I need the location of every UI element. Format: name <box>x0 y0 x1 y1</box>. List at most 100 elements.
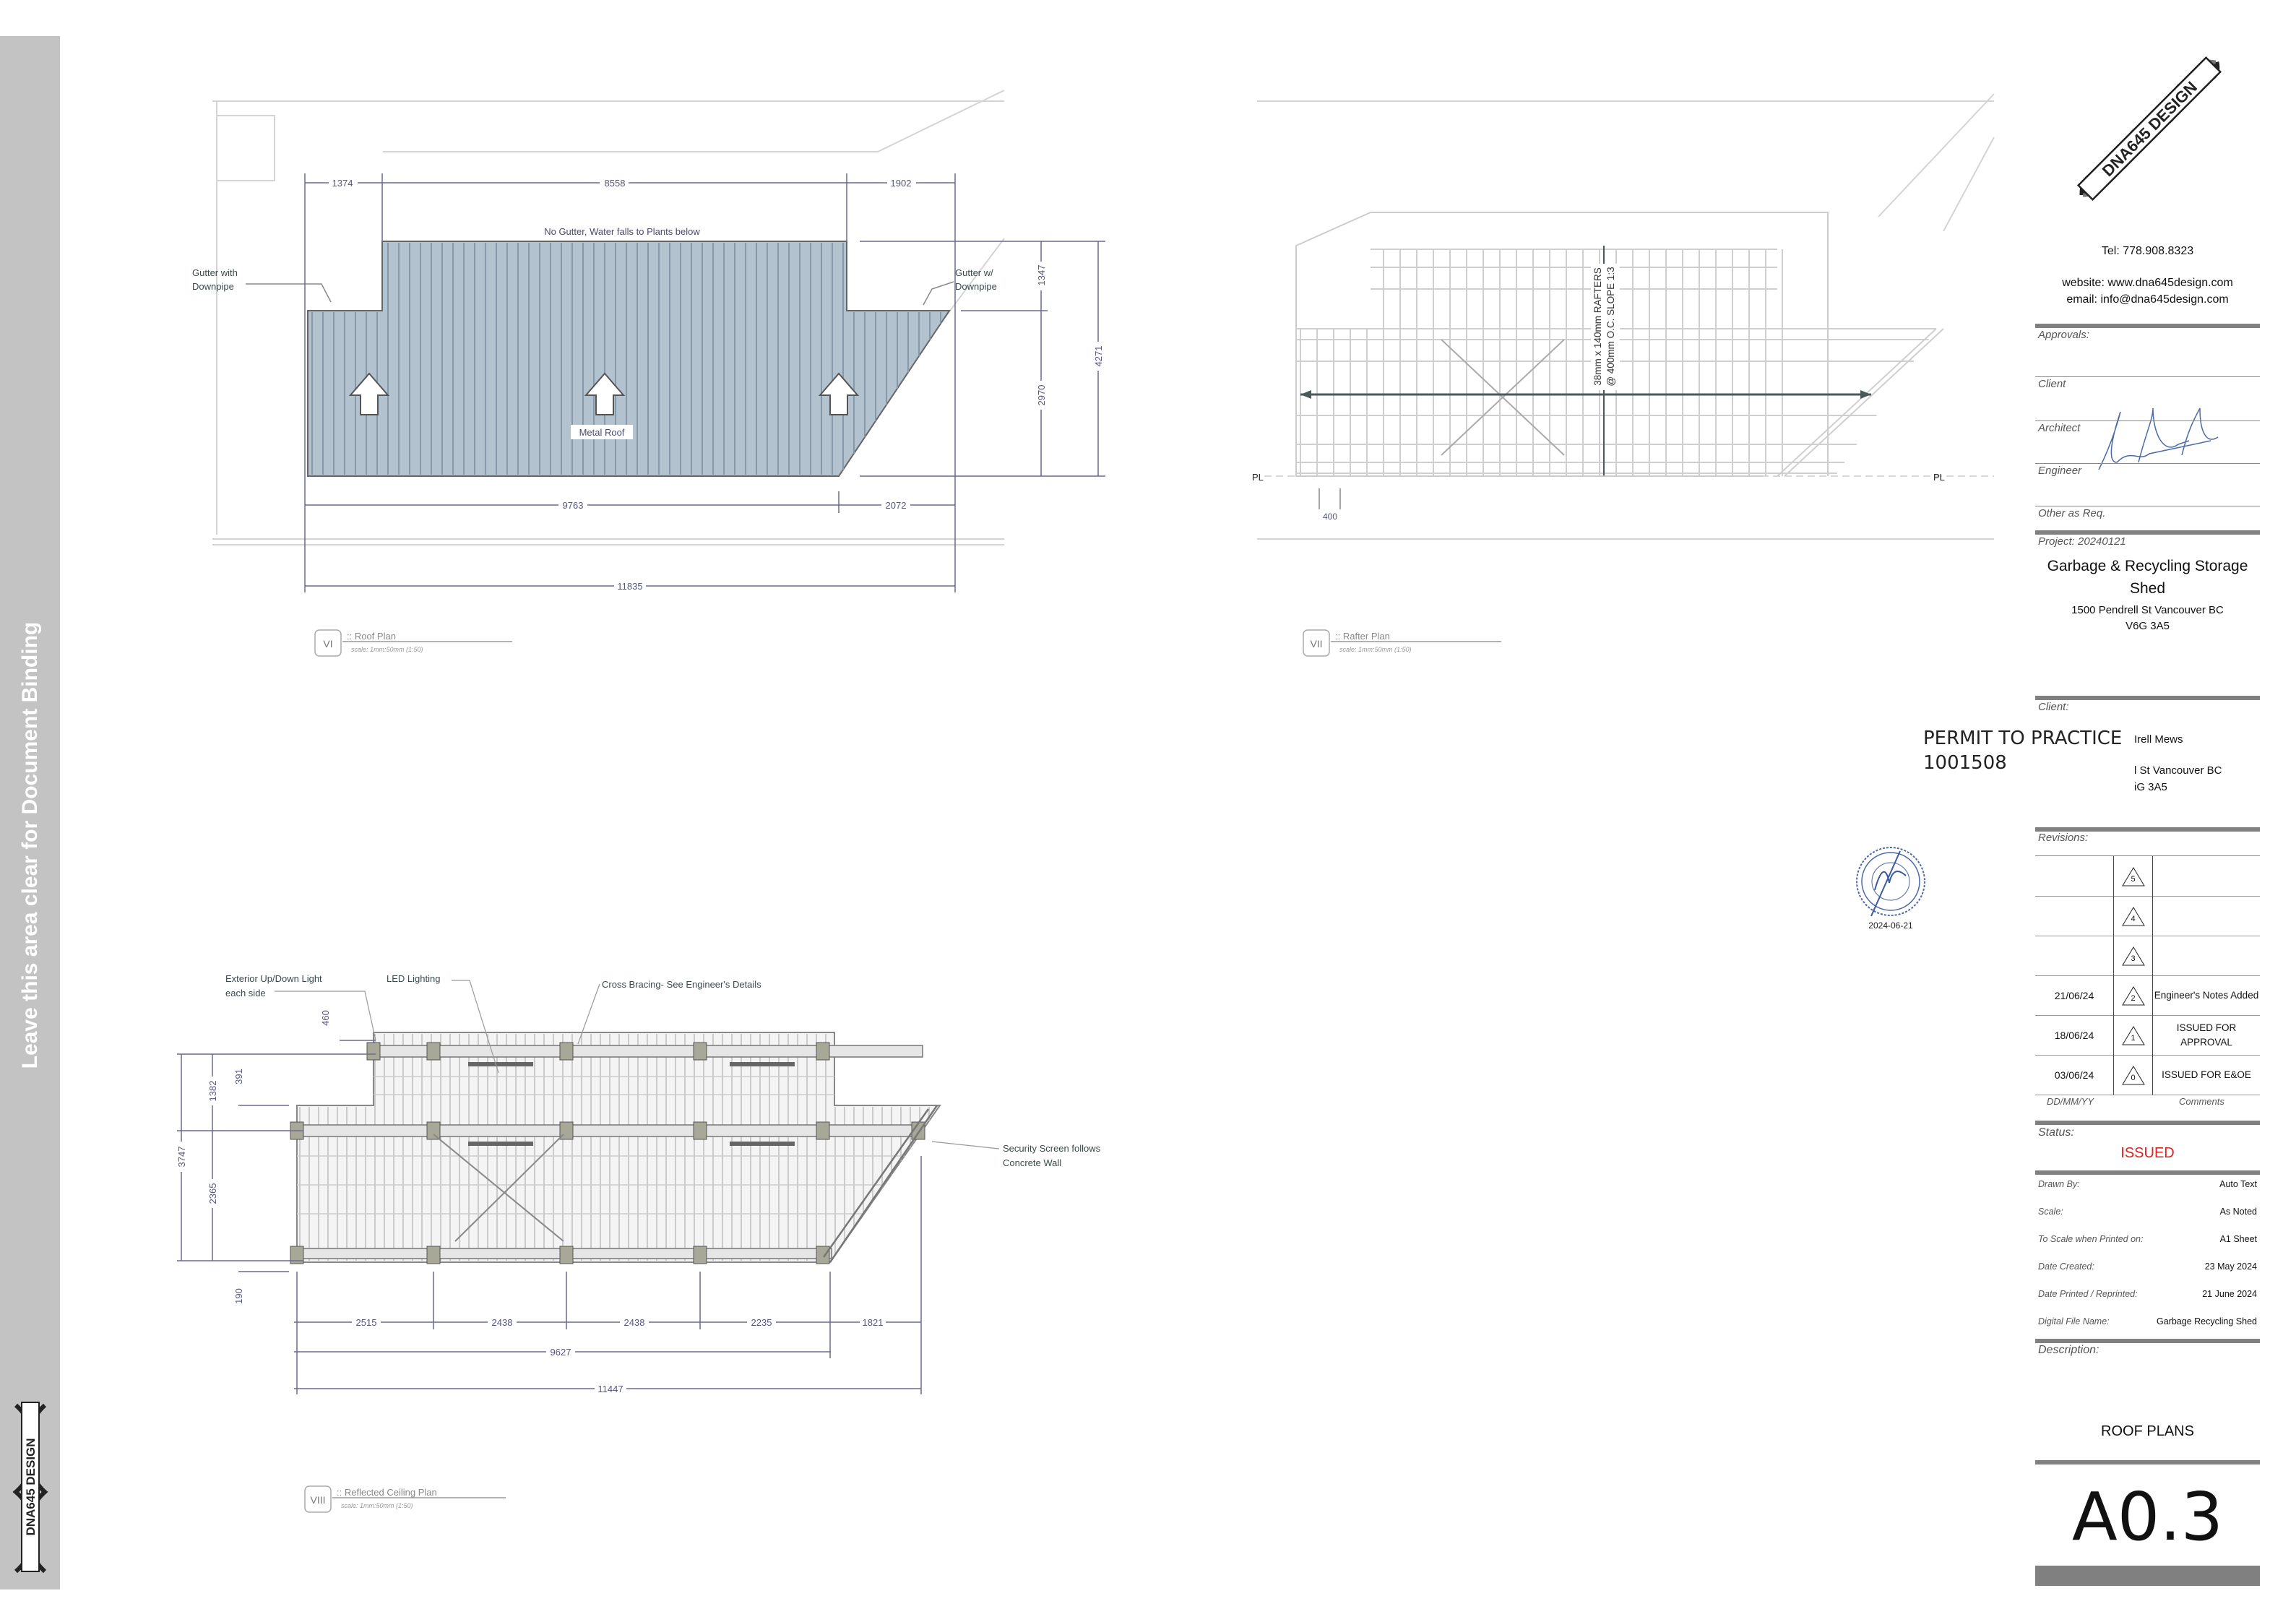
gutter-note-right: Gutter w/ <box>955 267 993 278</box>
roof-note-top: No Gutter, Water falls to Plants below <box>544 226 700 237</box>
column <box>816 1121 830 1140</box>
description-label: Description: <box>2038 1344 2099 1356</box>
divider <box>2035 855 2260 856</box>
detail-row: Drawn By:Auto Text <box>2038 1179 2257 1189</box>
column <box>816 1042 830 1061</box>
ceiling-plan-title: VIII :: Reflected Ceiling Plan scale: 1m… <box>304 1485 506 1513</box>
detail-key: Digital File Name: <box>2038 1316 2110 1326</box>
revision-triangle-icon: 4 <box>2121 906 2146 926</box>
led-note: LED Lighting <box>387 973 440 984</box>
view-title: :: Rafter Plan <box>1335 631 1390 642</box>
view-title: :: Reflected Ceiling Plan <box>337 1487 437 1498</box>
view-number: VIII <box>310 1494 325 1506</box>
detail-key: Scale: <box>2038 1207 2063 1217</box>
revision-comment: ISSUED FOR APPROVAL <box>2176 1022 2237 1048</box>
column <box>693 1042 707 1061</box>
dim-label: 2235 <box>751 1317 772 1328</box>
column <box>426 1246 441 1264</box>
dim-label: 8558 <box>605 178 626 189</box>
permit-number: 1001508 <box>1923 752 2007 774</box>
divider <box>2035 463 2260 464</box>
detail-value: Garbage Recycling Shed <box>2157 1316 2257 1326</box>
revision-comment: Engineer's Notes Added <box>2154 989 2259 1001</box>
column <box>693 1121 707 1140</box>
dim-label: 11835 <box>617 581 642 592</box>
arrow-up-icon <box>818 372 860 415</box>
rafter-note-2: @ 400mm O.C. SLOPE 1:3 <box>1605 267 1616 386</box>
contact-email[interactable]: email: info@dna645design.com <box>2066 293 2229 306</box>
revision-comment <box>2153 936 2260 975</box>
revision-date: 03/06/24 <box>2035 1055 2114 1095</box>
detail-row: Date Created:23 May 2024 <box>2038 1261 2257 1272</box>
metal-roof-area <box>307 241 951 477</box>
dim-label: 2072 <box>886 500 907 511</box>
gutter-note-left: Gutter with <box>192 267 238 278</box>
revision-date <box>2035 896 2114 936</box>
sheet-number: A0.3 <box>2071 1478 2224 1556</box>
dim-label: 3747 <box>176 1147 187 1168</box>
drainage-arrows <box>348 372 860 415</box>
revision-date <box>2035 856 2114 896</box>
roof-material-label: Metal Roof <box>579 427 625 438</box>
revision-triangle-icon: 2 <box>2121 985 2146 1006</box>
light-note-2: each side <box>225 988 266 998</box>
divider <box>2035 376 2260 377</box>
rafter-plan-title: VII :: Rafter Plan scale: 1mm:50mm (1:50… <box>1303 629 1501 657</box>
dim-label: 1902 <box>891 178 912 189</box>
project-address-2: V6G 3A5 <box>2125 620 2170 632</box>
view-scale: scale: 1mm:50mm (1:50) <box>351 646 423 653</box>
detail-row: Digital File Name: Garbage Recycling Shed <box>2038 1316 2257 1326</box>
divider <box>2035 1339 2260 1343</box>
dim-label: 1821 <box>863 1317 884 1328</box>
divider <box>2035 1170 2260 1175</box>
detail-value: As Noted <box>2219 1207 2257 1217</box>
approval-client: Client <box>2038 378 2066 390</box>
dim-label: 460 <box>320 1010 331 1026</box>
revision-row: 18/06/24 1 ISSUED FOR APPROVAL <box>2035 1015 2260 1056</box>
property-line-marker: PL <box>1252 472 1264 483</box>
screen-note-2: Concrete Wall <box>1003 1157 1061 1168</box>
detail-row: To Scale when Printed on:A1 Sheet <box>2038 1234 2257 1244</box>
revision-comment: ISSUED FOR E&OE <box>2162 1069 2251 1080</box>
svg-text:DNA645 DESIGN: DNA645 DESIGN <box>24 1438 38 1535</box>
revision-comment <box>2153 896 2260 936</box>
detail-key: Drawn By: <box>2038 1179 2080 1189</box>
divider <box>2035 324 2260 328</box>
project-number: Project: 20240121 <box>2038 535 2126 548</box>
detail-value: A1 Sheet <box>2219 1234 2257 1244</box>
light-note: Exterior Up/Down Light <box>225 973 322 984</box>
edge-beam <box>1784 328 1944 477</box>
dim-label: 9627 <box>551 1347 571 1358</box>
svg-text:DNA645 DESIGN: DNA645 DESIGN <box>2099 78 2201 180</box>
revision-number: 1 <box>2131 1033 2136 1043</box>
view-number: VI <box>323 638 332 650</box>
revision-number: 5 <box>2131 874 2136 884</box>
revision-number: 0 <box>2131 1073 2136 1082</box>
dim-label: 1347 <box>1036 265 1047 286</box>
description-value: ROOF PLANS <box>2101 1423 2194 1439</box>
contact-tel: Tel: 778.908.8323 <box>2101 245 2194 257</box>
engineer-seal: 2024-06-21 <box>1856 847 1925 931</box>
dim-label: 1374 <box>332 178 353 189</box>
client-name: Irell Mews <box>2134 733 2183 746</box>
column <box>290 1246 304 1264</box>
revision-number: 3 <box>2131 954 2136 963</box>
status-badge: ISSUED <box>2120 1145 2175 1161</box>
roof-plan-title: VI :: Roof Plan scale: 1mm:50mm (1:50) <box>314 629 512 657</box>
led-lights <box>468 1062 795 1146</box>
divider <box>2035 1460 2260 1464</box>
column <box>366 1042 381 1061</box>
revision-date: 18/06/24 <box>2035 1015 2114 1055</box>
arrow-up-icon <box>348 372 390 415</box>
dim-label: 391 <box>233 1069 244 1084</box>
view-scale: scale: 1mm:50mm (1:50) <box>1339 646 1412 653</box>
revision-row: 5 <box>2035 856 2260 897</box>
column <box>426 1121 441 1140</box>
contact-website[interactable]: website: www.dna645design.com <box>2062 277 2233 289</box>
revision-number: 4 <box>2131 914 2136 923</box>
project-title: Garbage & Recycling Storage Shed <box>2047 558 2248 597</box>
dimension-lines <box>304 173 1105 592</box>
revision-triangle-icon: 5 <box>2121 866 2146 887</box>
approval-engineer: Engineer <box>2038 465 2082 477</box>
